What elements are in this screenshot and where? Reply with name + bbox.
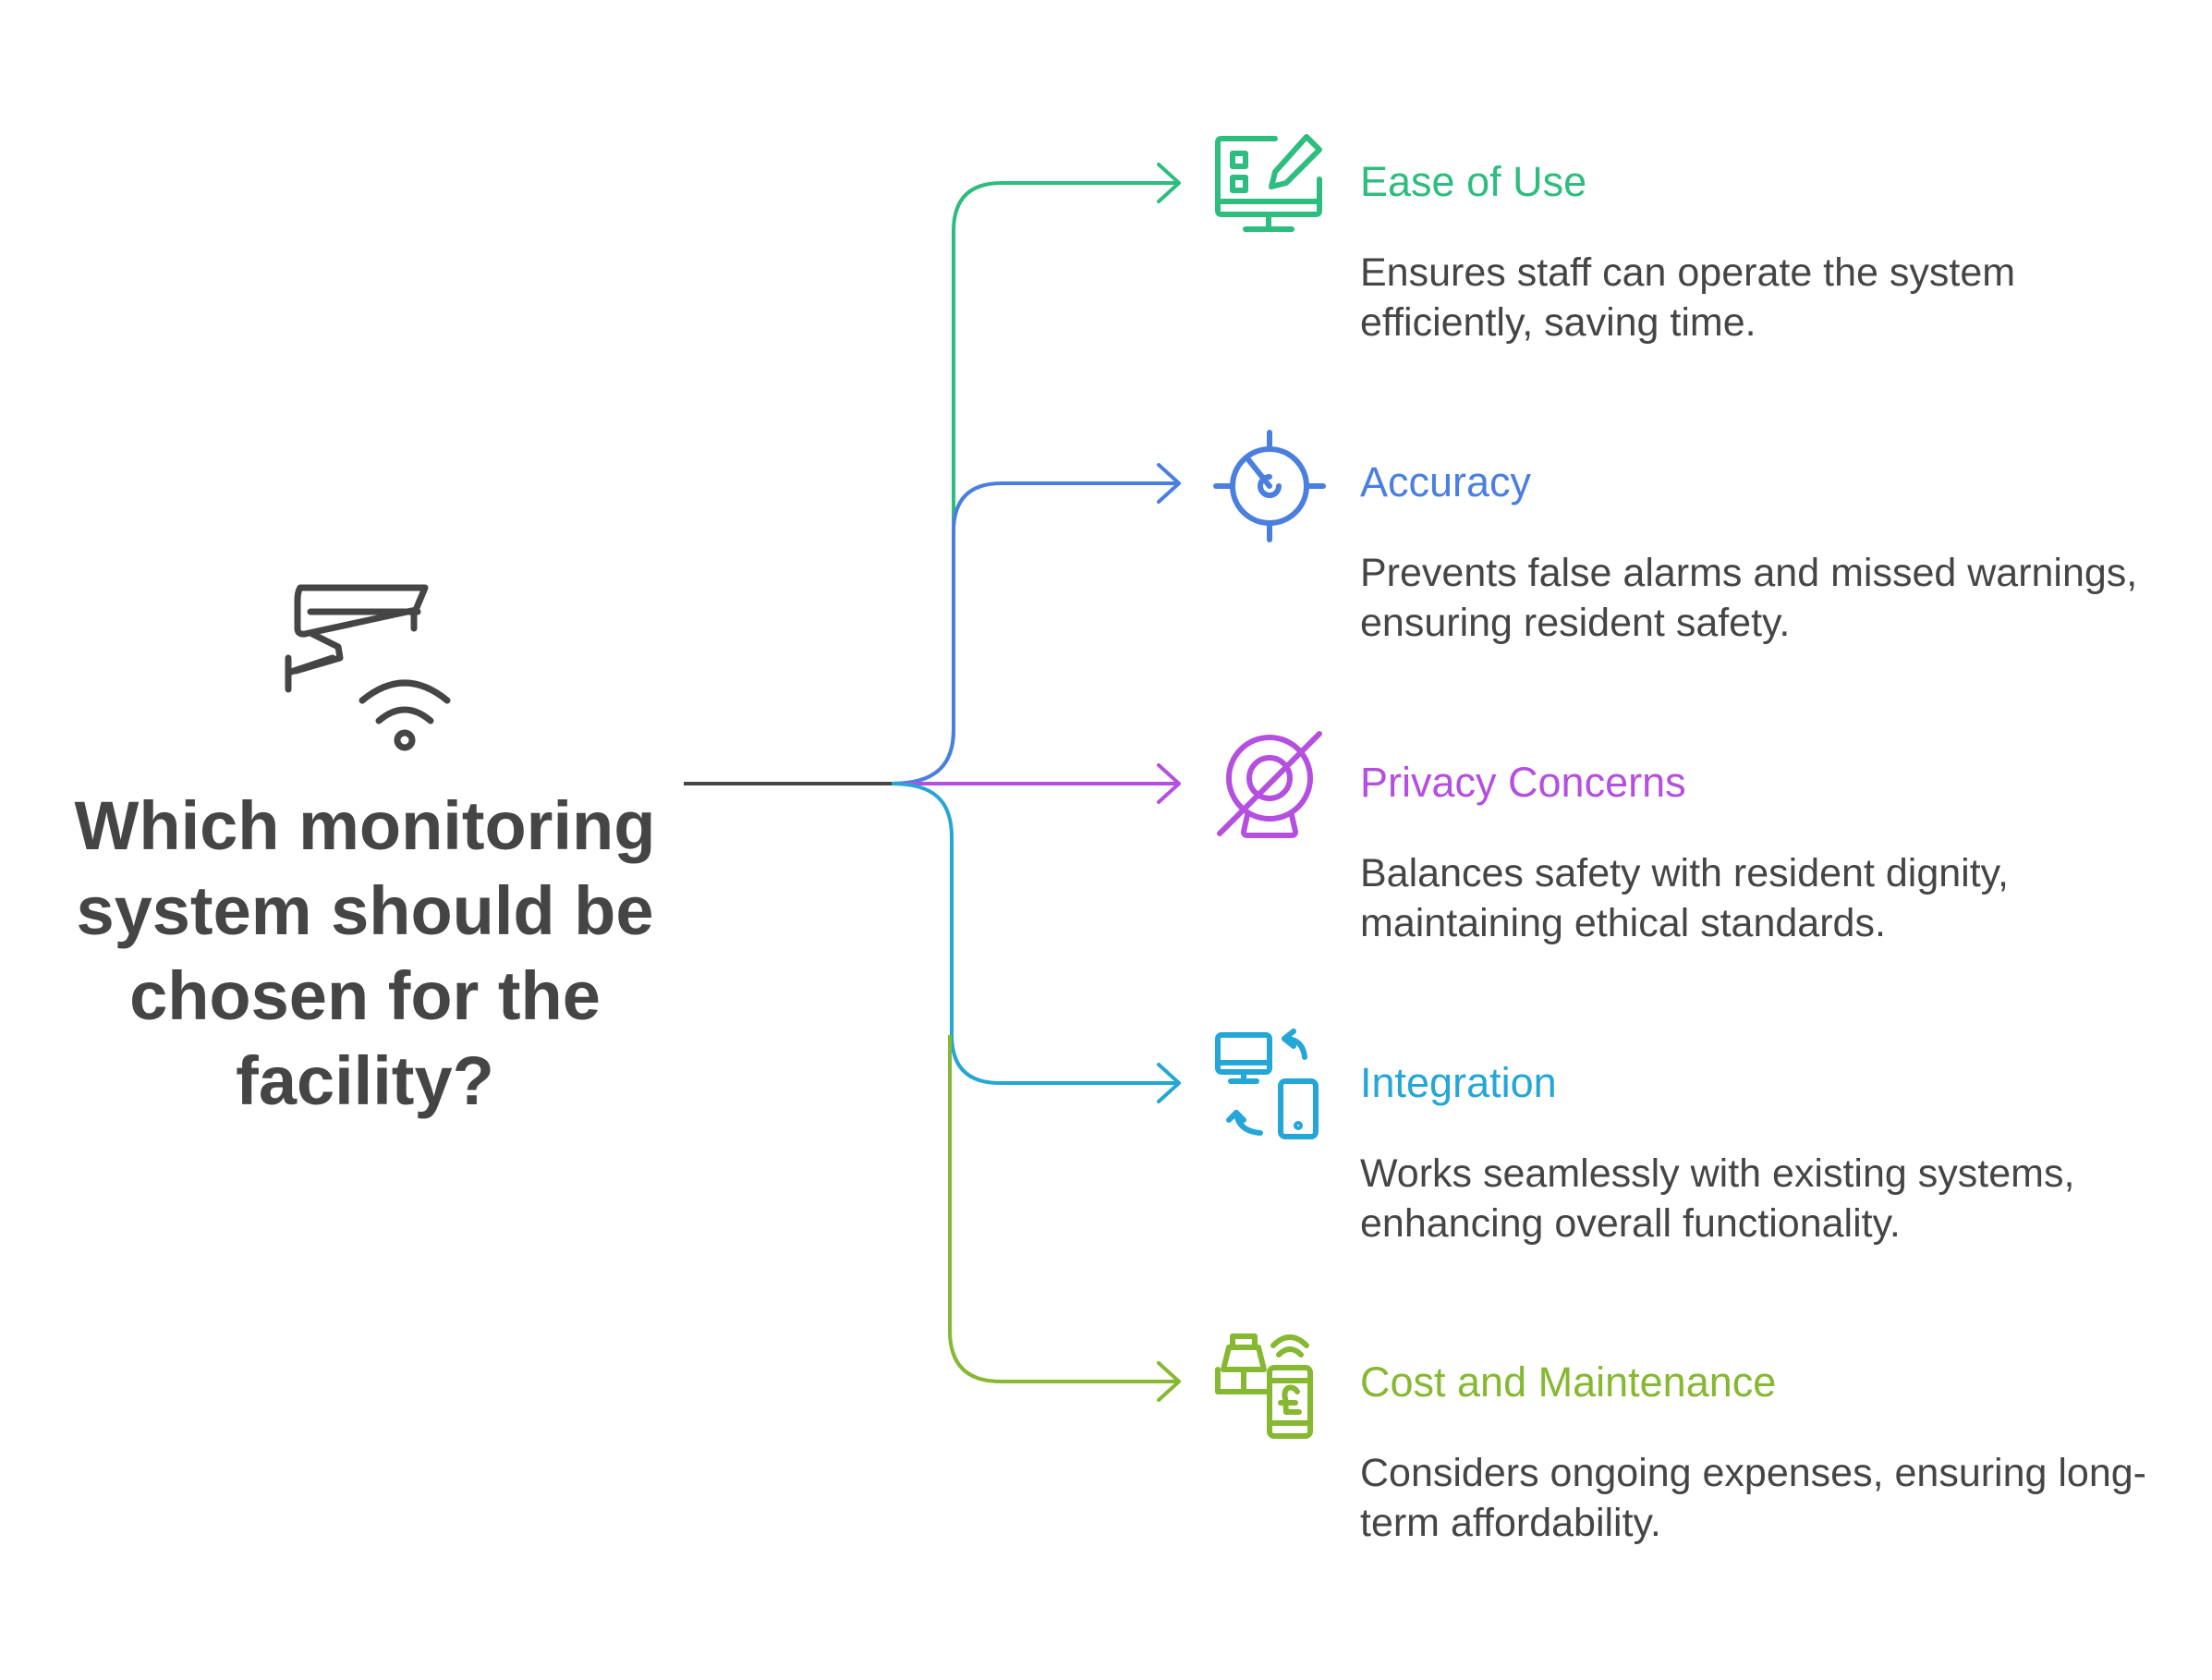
scale-pound-phone-icon: [1215, 1333, 1313, 1439]
monitor-edit-icon: [1215, 134, 1322, 232]
item-description-ease-of-use: Ensures staff can operate the system eff…: [1360, 250, 2016, 345]
branch-line-cost-and-maintenance: [948, 1035, 1179, 1383]
arrowhead-cost-and-maintenance: [1157, 1361, 1181, 1402]
target-crosshair-icon: [1213, 430, 1326, 542]
item-description-cost-and-maintenance: Considers ongoing expenses, ensuring lon…: [1360, 1451, 2146, 1545]
webcam-off-icon: [1217, 731, 1322, 838]
central-question: Which monitoring system should be chosen…: [74, 787, 656, 1119]
security-camera-wifi-icon: [285, 584, 451, 751]
arrowhead-ease-of-use: [1157, 163, 1181, 203]
item-title-accuracy: Accuracy: [1360, 458, 1532, 505]
item-title-ease-of-use: Ease of Use: [1360, 158, 1587, 205]
branch-line-accuracy: [891, 481, 1179, 785]
item-description-accuracy: Prevents false alarms and missed warning…: [1360, 551, 2138, 645]
arrowhead-integration: [1157, 1063, 1181, 1103]
branch-line-integration: [891, 782, 1179, 1085]
item-title-cost-and-maintenance: Cost and Maintenance: [1360, 1358, 1777, 1406]
arrowhead-privacy-concerns: [1157, 763, 1181, 804]
item-title-integration: Integration: [1360, 1059, 1557, 1106]
item-title-privacy-concerns: Privacy Concerns: [1360, 759, 1686, 806]
item-description-integration: Works seamlessly with existing systems, …: [1360, 1151, 2075, 1246]
item-description-privacy-concerns: Balances safety with resident dignity, m…: [1360, 851, 2009, 945]
arrowhead-accuracy: [1157, 463, 1181, 504]
device-sync-icon: [1215, 1029, 1319, 1139]
